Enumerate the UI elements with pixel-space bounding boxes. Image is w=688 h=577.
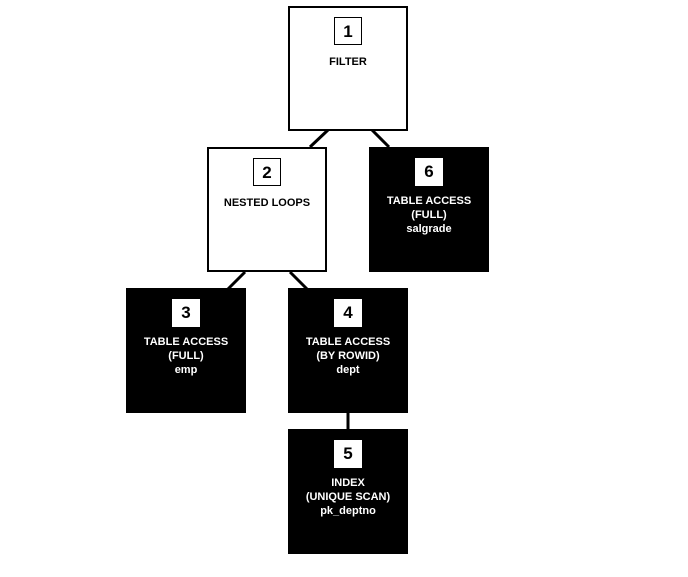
node-label-line: (UNIQUE SCAN) bbox=[305, 491, 391, 503]
node-label: NESTED LOOPS bbox=[209, 196, 325, 210]
plan-node-6: 6 TABLE ACCESS (FULL) salgrade bbox=[369, 147, 489, 272]
plan-node-3: 3 TABLE ACCESS (FULL) emp bbox=[126, 288, 246, 413]
edge-2-3 bbox=[226, 270, 247, 291]
node-label-line: (FULL) bbox=[411, 209, 447, 221]
node-label-line: NESTED LOOPS bbox=[223, 197, 311, 209]
node-number: 4 bbox=[334, 299, 362, 327]
node-label-line: dept bbox=[336, 364, 360, 376]
edge-2-4 bbox=[288, 270, 309, 291]
node-label-line: TABLE ACCESS bbox=[305, 336, 391, 348]
node-number: 3 bbox=[172, 299, 200, 327]
plan-node-4: 4 TABLE ACCESS (BY ROWID) dept bbox=[288, 288, 408, 413]
node-number: 5 bbox=[334, 440, 362, 468]
node-label-line: pk_deptno bbox=[320, 505, 376, 517]
node-label-line: salgrade bbox=[406, 223, 452, 235]
node-label: TABLE ACCESS (FULL) salgrade bbox=[369, 194, 489, 236]
node-label-line: (FULL) bbox=[168, 350, 204, 362]
plan-node-2: 2 NESTED LOOPS bbox=[207, 147, 327, 272]
node-label-line: INDEX bbox=[331, 477, 365, 489]
node-label-line: FILTER bbox=[329, 56, 367, 68]
node-label-line: TABLE ACCESS bbox=[386, 195, 472, 207]
node-label-line: TABLE ACCESS bbox=[143, 336, 229, 348]
edge-1-2 bbox=[308, 128, 330, 149]
node-number: 1 bbox=[334, 17, 362, 45]
node-number: 2 bbox=[253, 158, 281, 186]
node-label: INDEX (UNIQUE SCAN) pk_deptno bbox=[288, 476, 408, 518]
plan-node-5: 5 INDEX (UNIQUE SCAN) pk_deptno bbox=[288, 429, 408, 554]
node-label: TABLE ACCESS (FULL) emp bbox=[126, 335, 246, 377]
plan-node-1: 1 FILTER bbox=[288, 6, 408, 131]
node-number: 6 bbox=[415, 158, 443, 186]
node-label-line: emp bbox=[174, 364, 198, 376]
node-label: TABLE ACCESS (BY ROWID) dept bbox=[288, 335, 408, 377]
edge-1-6 bbox=[370, 128, 391, 149]
node-label-line: (BY ROWID) bbox=[316, 350, 380, 362]
node-label: FILTER bbox=[290, 55, 406, 69]
